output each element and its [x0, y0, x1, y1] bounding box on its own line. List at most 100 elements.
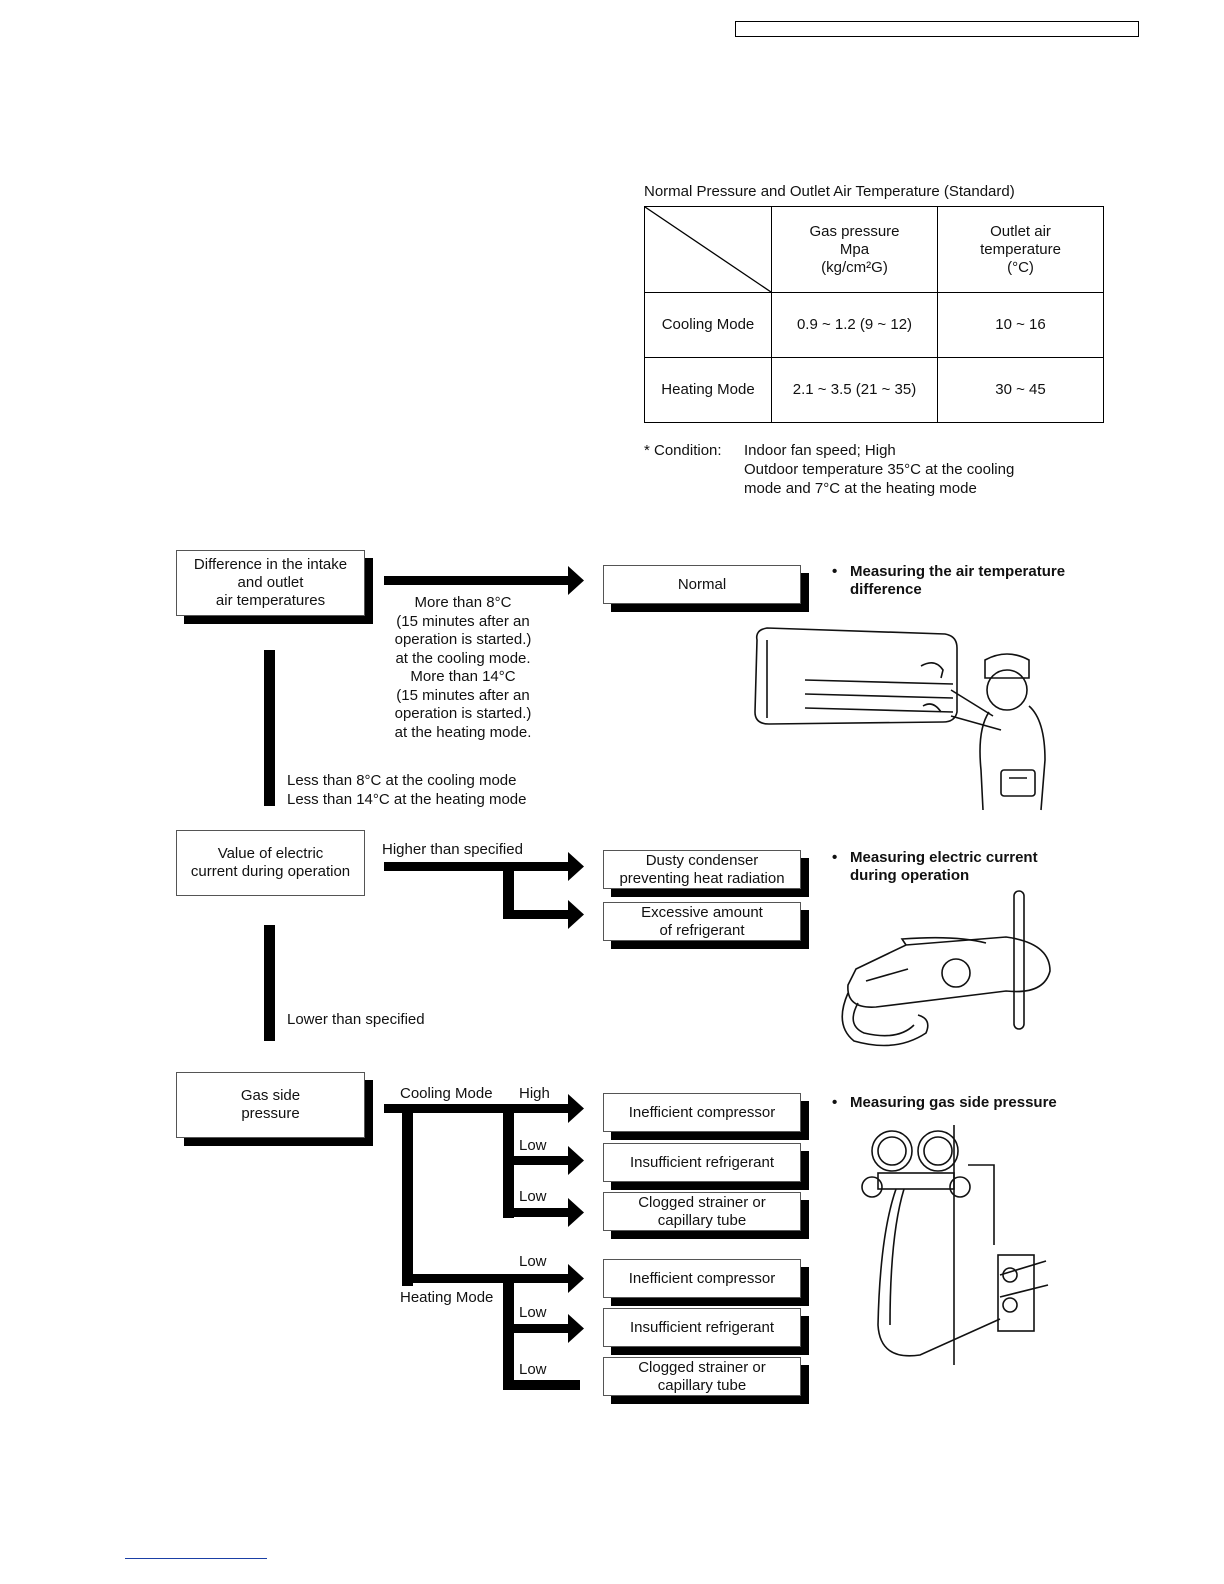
arrow-shaft — [503, 1324, 570, 1333]
gas-pressure-header-line: (kg/cm²G) — [821, 258, 888, 276]
table-title: Normal Pressure and Outlet Air Temperatu… — [644, 183, 1015, 200]
clogged-strainer-box: Clogged strainer or capillary tube — [603, 1192, 801, 1231]
box-text: Dusty condenser preventing heat radiatio… — [619, 852, 784, 888]
arrow-shaft — [503, 1380, 580, 1390]
arrow-head — [568, 1264, 584, 1293]
intake-outlet-difference-box: Difference in the intake and outlet air … — [176, 550, 365, 616]
box-line: capillary tube — [657, 1376, 747, 1394]
bullet-electric-current: • Measuring electric current during oper… — [832, 849, 1038, 885]
box-line: air temperatures — [215, 592, 326, 609]
box-text: Difference in the intake and outlet air … — [194, 556, 347, 610]
insufficient-refrigerant-box: Insufficient refrigerant — [603, 1308, 801, 1347]
bullet-gas-pressure: • Measuring gas side pressure — [832, 1094, 1057, 1112]
low-label: Low — [519, 1188, 547, 1205]
label-line: (15 minutes after an — [396, 686, 530, 704]
arrow-shaft — [384, 1104, 570, 1113]
bullet-line: during operation — [850, 867, 970, 884]
box-text: Clogged strainer or capillary tube — [638, 1359, 766, 1395]
bullet-line: Measuring the air temperature — [850, 563, 1066, 580]
inefficient-compressor-box: Inefficient compressor — [603, 1259, 801, 1298]
low-label: Low — [519, 1137, 547, 1154]
insufficient-refrigerant-box: Insufficient refrigerant — [603, 1143, 801, 1182]
box-text: Excessive amount of refrigerant — [641, 904, 763, 940]
box-line: capillary tube — [657, 1211, 747, 1229]
high-label: High — [519, 1085, 550, 1102]
technician-measuring-illustration — [754, 627, 1046, 811]
box-line: Clogged strainer or — [638, 1193, 766, 1211]
diagonal-line — [645, 207, 771, 292]
label-line: More than 14°C — [410, 668, 516, 685]
low-label: Low — [519, 1361, 547, 1378]
box-text: Value of electric current during operati… — [191, 845, 350, 881]
gauge-manifold-illustration — [861, 1125, 1049, 1365]
outlet-temp-header: Outlet air temperature (°C) — [937, 206, 1104, 293]
clamp-meter-illustration — [841, 890, 1051, 1047]
less-than-label: Less than 8°C at the cooling mode Less t… — [287, 772, 527, 809]
box-line: Inefficient compressor — [628, 1103, 776, 1121]
arrow-shaft — [503, 1208, 570, 1217]
box-line: Gas side — [240, 1087, 301, 1104]
arrow-head — [568, 566, 584, 595]
box-line: Dusty condenser — [645, 851, 759, 869]
box-line: of refrigerant — [659, 921, 745, 939]
box-line: preventing heat radiation — [619, 869, 785, 887]
bullet-dot: • — [832, 849, 838, 866]
box-line: Insufficient refrigerant — [630, 1153, 774, 1171]
outlet-temp-header-line: (°C) — [1007, 258, 1034, 276]
temp-cell: 30 ~ 45 — [937, 357, 1104, 423]
arrow-head — [568, 1314, 584, 1343]
diagonal-header-cell — [644, 206, 772, 293]
connector-bar — [264, 650, 275, 806]
label-line: at the cooling mode. — [395, 649, 531, 667]
label-line: (15 minutes after an — [396, 612, 530, 630]
arrow-shaft — [384, 576, 570, 585]
standard-pressure-table: Gas pressure Mpa (kg/cm²G) Outlet air te… — [644, 206, 1104, 423]
label-line: Less than 14°C at the heating mode — [287, 790, 527, 808]
label-line: operation is started.) — [394, 705, 532, 722]
bullet-dot: • — [832, 563, 838, 580]
electric-current-box: Value of electric current during operati… — [176, 830, 365, 896]
pressure-cell: 0.9 ~ 1.2 (9 ~ 12) — [771, 292, 938, 358]
bullet-line: Measuring gas side pressure — [850, 1094, 1057, 1111]
header-frame — [735, 21, 1139, 37]
temp-cell: 10 ~ 16 — [937, 292, 1104, 358]
arrow-shaft — [384, 862, 570, 871]
gas-side-pressure-box: Gas side pressure — [176, 1072, 365, 1138]
inefficient-compressor-box: Inefficient compressor — [603, 1093, 801, 1132]
arrow-head — [568, 1198, 584, 1227]
arrow-head — [568, 1146, 584, 1175]
condition-text: Indoor fan speed; High Outdoor temperatu… — [744, 441, 1014, 498]
box-line: Clogged strainer or — [638, 1358, 766, 1376]
connector-bar — [264, 925, 275, 1041]
mode-cell: Cooling Mode — [644, 292, 772, 358]
box-line: Insufficient refrigerant — [630, 1318, 774, 1336]
bullet-line: Measuring electric current — [850, 849, 1038, 866]
box-line: pressure — [241, 1105, 300, 1122]
clogged-strainer-box: Clogged strainer or capillary tube — [603, 1357, 801, 1396]
bullet-line: difference — [850, 581, 922, 598]
condition-line: Indoor fan speed; High — [744, 442, 896, 459]
higher-than-specified-label: Higher than specified — [382, 841, 523, 858]
box-line: Excessive amount — [641, 903, 763, 921]
box-line: Inefficient compressor — [628, 1269, 776, 1287]
table-row: Heating Mode 2.1 ~ 3.5 (21 ~ 35) 30 ~ 45 — [644, 357, 1104, 423]
condition-line: Outdoor temperature 35°C at the cooling — [744, 461, 1015, 478]
low-label: Low — [519, 1253, 547, 1270]
bullet-air-temperature: • Measuring the air temperature differen… — [832, 563, 1066, 599]
label-line: operation is started.) — [394, 631, 532, 648]
arrow-shaft — [503, 1156, 570, 1165]
normal-box: Normal — [603, 565, 801, 604]
gas-pressure-header-line: Gas pressure — [809, 222, 900, 240]
gas-pressure-header-line: Mpa — [839, 240, 870, 258]
arrow-head — [568, 1094, 584, 1123]
box-text: Gas side pressure — [241, 1087, 300, 1123]
connector-bar — [402, 1104, 413, 1286]
arrow-head — [568, 900, 584, 929]
condition-label: * Condition: — [644, 442, 722, 459]
arrow-shaft — [503, 910, 570, 919]
label-line: at the heating mode. — [394, 723, 532, 741]
label-line: Less than 8°C at the cooling mode — [287, 772, 517, 789]
low-label: Low — [519, 1304, 547, 1321]
mode-cell: Heating Mode — [644, 357, 772, 423]
